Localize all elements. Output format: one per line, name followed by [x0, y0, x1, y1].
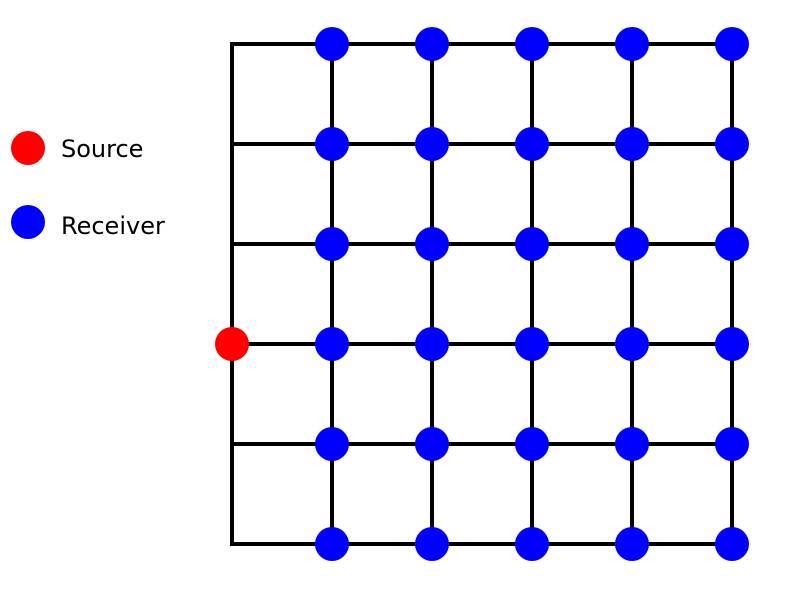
receiver-node	[515, 327, 549, 361]
receiver-node	[715, 227, 749, 261]
receiver-node	[315, 227, 349, 261]
grid-nodes	[215, 27, 749, 561]
receiver-node	[715, 127, 749, 161]
legend-source-label: Source	[61, 135, 143, 163]
receiver-node	[615, 527, 649, 561]
receiver-node	[615, 327, 649, 361]
receiver-node	[615, 427, 649, 461]
receiver-node	[315, 427, 349, 461]
receiver-node	[415, 127, 449, 161]
receiver-node	[415, 527, 449, 561]
legend-receiver-label: Receiver	[61, 212, 165, 240]
grid-lines	[230, 42, 734, 546]
receiver-node	[615, 227, 649, 261]
legend-source-marker	[11, 131, 45, 165]
receiver-node	[715, 27, 749, 61]
receiver-node	[515, 527, 549, 561]
legend-receiver-marker	[11, 205, 45, 239]
receiver-node	[715, 527, 749, 561]
receiver-node	[515, 427, 549, 461]
receiver-node	[415, 227, 449, 261]
receiver-node	[715, 427, 749, 461]
receiver-node	[315, 27, 349, 61]
receiver-node	[315, 527, 349, 561]
source-node	[215, 327, 249, 361]
receiver-node	[615, 27, 649, 61]
receiver-node	[315, 127, 349, 161]
legend: Source Receiver	[11, 131, 165, 240]
receiver-node	[715, 327, 749, 361]
receiver-node	[515, 227, 549, 261]
receiver-node	[415, 27, 449, 61]
receiver-node	[515, 27, 549, 61]
receiver-node	[515, 127, 549, 161]
receiver-node	[415, 427, 449, 461]
receiver-node	[315, 327, 349, 361]
receiver-node	[415, 327, 449, 361]
receiver-node	[615, 127, 649, 161]
